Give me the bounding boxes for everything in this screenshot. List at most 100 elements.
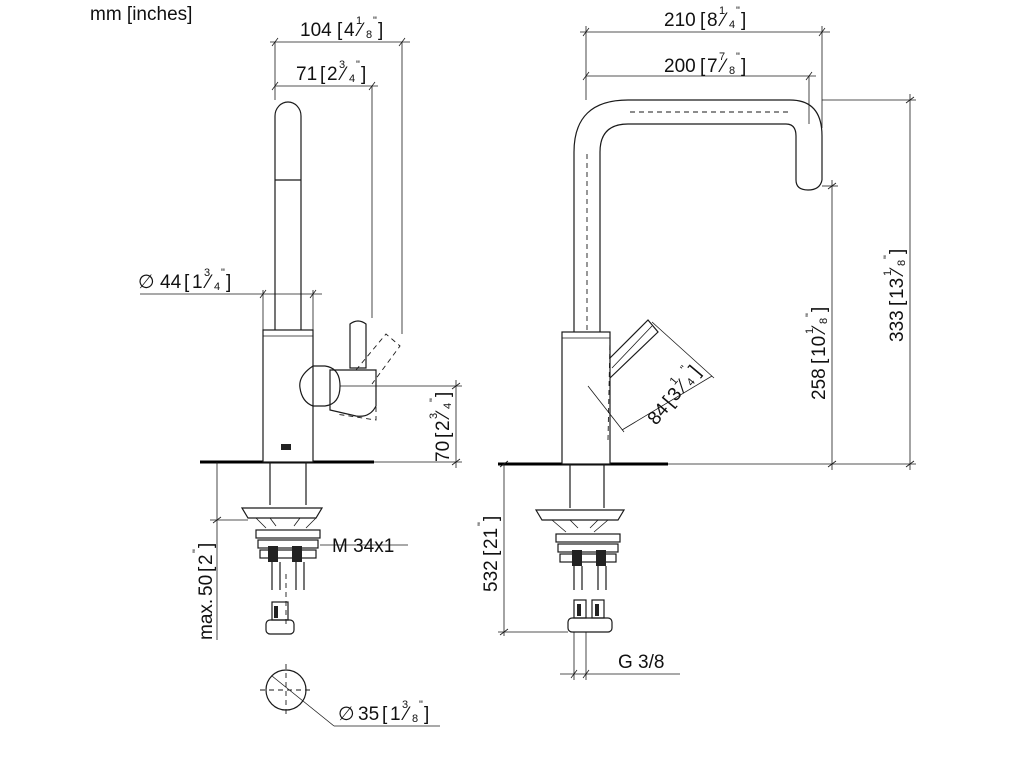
dim-44-tick-right bbox=[309, 289, 317, 299]
dim-44-mm: 44 bbox=[160, 272, 182, 293]
nut-bottom-front bbox=[559, 553, 617, 563]
hole-leader bbox=[271, 675, 335, 727]
dim-200-den: 8 bbox=[729, 65, 735, 77]
dim-35-quote: " bbox=[419, 699, 423, 711]
dim-50-quote: " bbox=[191, 549, 203, 553]
dim-70-tick-top bbox=[451, 382, 461, 390]
dim-210-den: 4 bbox=[729, 19, 735, 31]
nut-slot-right bbox=[292, 546, 302, 562]
dim-200-quote: " bbox=[736, 51, 740, 63]
dim-258-bracket-close: ] bbox=[809, 307, 830, 312]
dim-532-bracket-open: [ bbox=[481, 550, 502, 556]
dim-532-mm: 532 bbox=[481, 560, 502, 592]
lever-handle bbox=[349, 320, 367, 369]
nut-slot-front-left bbox=[572, 550, 582, 566]
dim-258-tick-bottom bbox=[827, 460, 837, 468]
nut-top bbox=[255, 529, 321, 539]
dim-200-tick-left bbox=[582, 71, 590, 81]
dim-44-label: ∅ 44 [ 1 3 ⁄ 4 " ] bbox=[138, 267, 231, 293]
dim-258-slash: ⁄ bbox=[809, 325, 830, 335]
dim-50-label: max. 50 [ 2 " ] bbox=[191, 543, 217, 640]
side-view: 104 [ 4 1 ⁄ 8 " ] 71 [ 2 3 ⁄ 4 " ] bbox=[138, 15, 462, 727]
dim-210-bracket-open: [ bbox=[700, 10, 706, 31]
faucet-body bbox=[262, 329, 314, 463]
dim-333-bracket-close: ] bbox=[887, 249, 908, 254]
dim-258-bracket-open: [ bbox=[809, 358, 830, 364]
dim-84-line bbox=[621, 375, 713, 431]
dim-200-label: 200 [ 7 7 ⁄ 8 " ] bbox=[664, 51, 746, 77]
mounting-plate-front bbox=[534, 509, 626, 521]
dim-84-quote: " bbox=[678, 363, 690, 374]
dim-50-inch: 2 bbox=[196, 554, 217, 565]
dim-44-inch: 1 bbox=[192, 272, 203, 293]
dim-70-num: 3 bbox=[428, 413, 440, 419]
dim-210-tick-left bbox=[582, 27, 590, 37]
dim-44-slash: ⁄ bbox=[203, 272, 213, 293]
spout-inner bbox=[599, 123, 797, 332]
dim-70-bracket-close: ] bbox=[433, 392, 454, 397]
dim-333-num: 1 bbox=[882, 270, 894, 276]
mounting-plate bbox=[240, 507, 324, 519]
dim-532-tick-top bbox=[499, 460, 509, 468]
dim-200-num: 7 bbox=[719, 51, 725, 63]
dim-532-quote: " bbox=[476, 522, 488, 526]
dim-333-tick-bottom bbox=[905, 460, 915, 468]
dim-71-quote: " bbox=[356, 59, 360, 71]
lever-base bbox=[329, 369, 377, 417]
dim-104-inch: 4 bbox=[344, 20, 355, 41]
dim-35-num: 3 bbox=[402, 699, 408, 711]
dim-71-inch: 2 bbox=[327, 64, 338, 85]
dim-258-den: 8 bbox=[818, 318, 830, 324]
connector-nut bbox=[265, 619, 295, 635]
dim-258-quote: " bbox=[804, 313, 816, 317]
dim-44-quote: " bbox=[221, 267, 225, 279]
dim-104-num: 1 bbox=[356, 15, 362, 27]
spout-outer bbox=[573, 99, 823, 332]
dim-70-mm: 70 bbox=[433, 441, 454, 462]
dim-35-bracket-close: ] bbox=[424, 704, 429, 725]
front-view: 84 [ 3 1 ⁄ 4 " ] G 3/8 bbox=[476, 5, 916, 680]
dim-333-slash: ⁄ bbox=[887, 267, 908, 277]
g38-tick-left bbox=[570, 669, 578, 679]
dim-210-label: 210 [ 8 1 ⁄ 4 " ] bbox=[664, 5, 746, 31]
dim-333-quote: " bbox=[882, 255, 894, 259]
thread-label: M 34x1 bbox=[332, 536, 394, 557]
dim-104-mm: 104 bbox=[300, 20, 332, 41]
dim-104-bracket-open: [ bbox=[337, 20, 343, 41]
dim-258-label: 258 [ 10 1 ⁄ 8 " ] bbox=[804, 307, 830, 400]
dim-70-den: 4 bbox=[442, 403, 454, 409]
aerator-mark bbox=[281, 444, 291, 450]
dim-532-bracket-close: ] bbox=[481, 516, 502, 521]
dim-35-label: ∅ 35 [ 1 3 ⁄ 8 " ] bbox=[338, 699, 429, 725]
dim-35-sym: ∅ bbox=[338, 704, 355, 725]
dim-71-tick-right bbox=[368, 81, 376, 91]
dim-44-den: 4 bbox=[214, 281, 220, 293]
lever-axis bbox=[607, 339, 611, 441]
dim-35-mm: 35 bbox=[358, 704, 379, 725]
dim-104-label: 104 [ 4 1 ⁄ 8 " ] bbox=[300, 15, 383, 41]
dim-333-mm: 333 bbox=[887, 310, 908, 342]
dim-44-bracket-open: [ bbox=[184, 272, 190, 293]
dim-84-den: 4 bbox=[685, 376, 698, 388]
dim-50-bracket-close: ] bbox=[196, 543, 217, 548]
dim-50-mm: 50 bbox=[196, 575, 217, 596]
dim-532-label: 532 [ 21 " ] bbox=[476, 516, 502, 592]
dim-70-inch: 2 bbox=[433, 420, 454, 431]
dim-71-bracket-open: [ bbox=[320, 64, 326, 85]
g38-tick-right bbox=[582, 669, 590, 679]
nut-bottom bbox=[259, 549, 317, 559]
dim-35-bracket-open: [ bbox=[382, 704, 388, 725]
dim-200-mm: 200 bbox=[664, 56, 696, 77]
connector-right-mark bbox=[595, 604, 599, 616]
lever-hub bbox=[313, 365, 341, 407]
dim-532-tick-bottom bbox=[499, 628, 509, 636]
dim-70-bracket-open: [ bbox=[433, 432, 454, 438]
dim-333-bracket-open: [ bbox=[887, 300, 908, 306]
dim-44-tick-left bbox=[259, 289, 267, 299]
dim-70-tick-bottom bbox=[451, 458, 461, 466]
supply-hoses bbox=[271, 562, 305, 590]
dim-35-den: 8 bbox=[412, 713, 418, 725]
dim-50-tick bbox=[212, 516, 222, 524]
dim-210-bracket-close: ] bbox=[741, 10, 746, 31]
